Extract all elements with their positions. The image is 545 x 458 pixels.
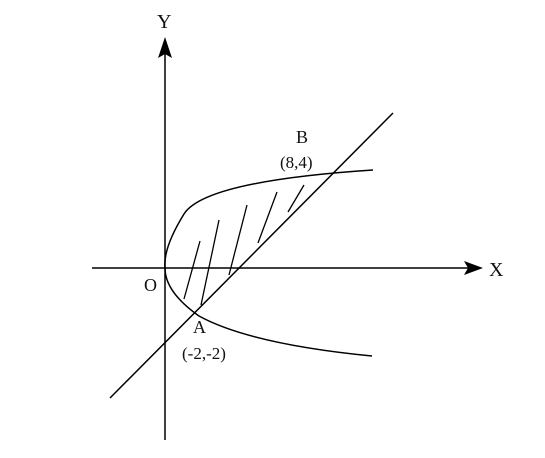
hatch-line-2	[200, 219, 220, 306]
y-axis	[158, 37, 172, 440]
parabola-curve	[164, 169, 374, 357]
x-axis	[92, 261, 483, 275]
hatch-line-4	[257, 191, 278, 244]
hatched-region	[183, 184, 305, 306]
point-b-label: B	[296, 127, 308, 147]
straight-line	[109, 112, 394, 399]
y-axis-label: Y	[157, 11, 171, 33]
hatch-line-5	[287, 184, 305, 213]
y-axis-arrow-icon	[158, 37, 172, 58]
hatch-line-1	[183, 240, 201, 300]
x-axis-arrow-icon	[464, 261, 483, 275]
point-a-coordinates: (-2,-2)	[182, 344, 226, 363]
point-a-label: A	[193, 317, 206, 337]
origin-label: O	[144, 275, 157, 295]
point-b-coordinates: (8,4)	[280, 153, 313, 172]
hatch-line-3	[228, 204, 248, 276]
x-axis-label: X	[489, 259, 504, 281]
